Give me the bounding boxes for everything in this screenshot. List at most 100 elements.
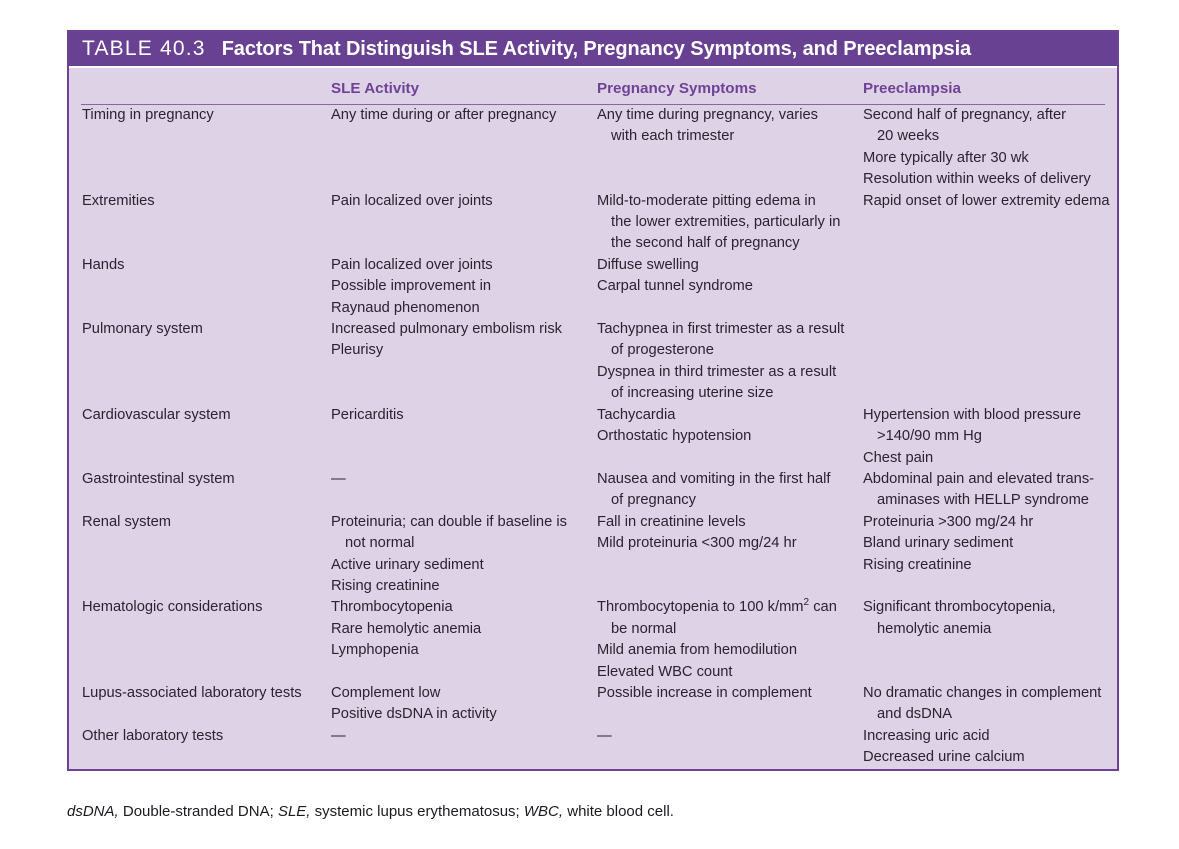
cell-line: Increasing uric acid (863, 727, 990, 744)
column-header-sle-activity: SLE Activity (331, 80, 420, 97)
column-header-divider (81, 104, 1105, 105)
cell-line: hemolytic anemia (877, 620, 992, 637)
footnote-abbr-dsdna: dsDNA, (67, 803, 119, 820)
row-sle-activity: — (331, 726, 597, 747)
row-sle-activity: Any time during or after pregnancy (331, 105, 597, 126)
cell-line: Proteinuria >300 mg/24 hr (863, 513, 1034, 530)
cell-line: Orthostatic hypotension (597, 428, 752, 445)
column-header-row: SLE Activity Pregnancy Symptoms Preeclam… (69, 68, 1117, 105)
table-row: Pulmonary system Increased pulmonary embo… (69, 319, 1117, 405)
row-pregnancy-symptoms: Mild-to-moderate pitting edema in the low… (597, 191, 863, 255)
row-pregnancy-symptoms: Tachypnea in first trimester as a result… (597, 319, 863, 405)
footnote-text-wbc: white blood cell. (563, 803, 674, 820)
cell-line: the second half of pregnancy (611, 235, 800, 252)
row-preeclampsia: Hypertension with blood pressure>140/90 … (863, 405, 1115, 469)
cell-line: Chest pain (863, 449, 934, 466)
cell-line: Nausea and vomiting in the first half (597, 470, 831, 487)
cell-line: Mild proteinuria <300 mg/24 hr (597, 535, 797, 552)
cell-line: Tachycardia (597, 406, 676, 423)
cell-line: Rising creatinine (863, 556, 972, 573)
cell-line: Tachypnea in first trimester as a result (597, 321, 845, 338)
table-row: Lupus-associated laboratory tests Complem… (69, 683, 1117, 726)
row-preeclampsia: Rapid onset of lower extremity edema (863, 191, 1115, 212)
cell-line: Complement low (331, 684, 441, 701)
cell-line: — (597, 727, 612, 744)
cell-line: Proteinuria; can double if baseline is (331, 513, 567, 530)
row-sle-activity: Pain localized over joints (331, 191, 597, 212)
cell-line: 20 weeks (877, 128, 940, 145)
cell-line: be normal (611, 620, 677, 637)
table-row: Extremities Pain localized over joints Mil… (69, 191, 1117, 255)
cell-line: Pain localized over joints (331, 256, 493, 273)
column-header-preeclampsia: Preeclampsia (863, 80, 961, 97)
cell-line: Pleurisy (331, 342, 384, 359)
table-container: TABLE 40.3 Factors That Distinguish SLE … (67, 30, 1119, 771)
cell-line: Diffuse swelling (597, 256, 699, 273)
row-pregnancy-symptoms: Possible increase in complement (597, 683, 863, 704)
cell-line: and dsDNA (877, 706, 953, 723)
cell-line: Carpal tunnel syndrome (597, 278, 753, 295)
table-title: Factors That Distinguish SLE Activity, P… (221, 37, 972, 60)
cell-line: Mild-to-moderate pitting edema in (597, 192, 816, 209)
cell-line: Fall in creatinine levels (597, 513, 746, 530)
cell-line: Thrombocytopenia (331, 599, 453, 616)
cell-line: Any time during or after pregnancy (331, 107, 557, 123)
row-feature: Lupus-associated laboratory tests (69, 683, 331, 704)
cell-line: Lymphopenia (331, 642, 419, 659)
cell-line: Hematologic considerations (82, 599, 263, 616)
cell-line: — (331, 470, 346, 487)
row-feature: Hematologic considerations (69, 597, 331, 618)
cell-line: Extremities (82, 192, 155, 209)
cell-line: of increasing uterine size (611, 385, 774, 402)
cell-line: Significant thrombocytopenia, (863, 599, 1056, 616)
cell-line: Hands (82, 256, 125, 273)
row-preeclampsia (863, 255, 1115, 276)
row-pregnancy-symptoms: — (597, 726, 863, 747)
cell-line: Rapid onset of lower extremity edema (863, 192, 1110, 209)
cell-line: Rising creatinine (331, 577, 440, 594)
footnote-text-sle: systemic lupus erythematosus; (310, 803, 524, 820)
cell-line: Pain localized over joints (331, 192, 493, 209)
table-body: SLE Activity Pregnancy Symptoms Preeclam… (69, 68, 1117, 769)
footnote-abbr-sle: SLE, (277, 803, 311, 820)
cell-line: Decreased urine calcium (863, 749, 1025, 766)
column-header-pregnancy-symptoms: Pregnancy Symptoms (597, 80, 757, 97)
table-title-bar: TABLE 40.3 Factors That Distinguish SLE … (69, 32, 1117, 68)
table-row: Other laboratory tests——Increasing uric … (69, 726, 1117, 769)
cell-line: not normal (345, 535, 415, 552)
cell-line: Elevated WBC count (597, 663, 733, 680)
cell-line: Pericarditis (331, 406, 404, 423)
row-feature: Pulmonary system (69, 319, 331, 340)
cell-line: Possible increase in complement (597, 684, 812, 701)
cell-line: No dramatic changes in complement (863, 684, 1102, 701)
cell-line: aminases with HELLP syndrome (877, 492, 1089, 509)
cell-line: the lower extremities, particularly in (611, 214, 841, 231)
cell-line: Second half of pregnancy, after (863, 107, 1067, 123)
row-feature: Hands (69, 255, 331, 276)
table-row: Gastrointestinal system — Nausea and vomit… (69, 469, 1117, 512)
cell-line: Rare hemolytic anemia (331, 620, 482, 637)
table-number-label: TABLE 40.3 (82, 37, 206, 60)
cell-line: Lupus-associated laboratory tests (82, 684, 302, 701)
cell-line: Raynaud phenomenon (331, 299, 480, 316)
cell-line: Pulmonary system (82, 321, 203, 338)
cell-line: Gastrointestinal system (82, 470, 235, 487)
cell-line: — (331, 727, 346, 744)
footnote-text-dsdna: Double-stranded DNA; (118, 803, 278, 820)
row-preeclampsia: Abdominal pain and elevated trans-aminas… (863, 469, 1115, 512)
cell-line: More typically after 30 wk (863, 149, 1029, 166)
